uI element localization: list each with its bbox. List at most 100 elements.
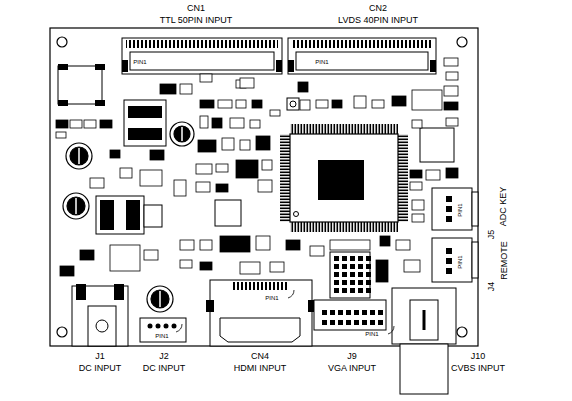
connector-name: VGA INPUT [327,364,377,373]
hdmi-connector [206,280,316,346]
pin1-mark: PIN1 [132,59,147,65]
connector-ref: CN4 [250,352,270,361]
smd-part [410,182,422,190]
connector-name: DC INPUT [78,364,123,373]
pad [358,272,363,277]
connector-name: LVDS 40PIN INPUT [337,16,419,25]
connector-name: HDMI INPUT [233,364,288,373]
capacitor-marks [76,127,182,307]
smd-part [222,138,234,150]
pad [342,272,347,277]
pad [342,264,347,269]
smd-part [256,236,270,250]
smd-part [236,100,246,108]
pad [350,288,355,293]
cn2-connector [288,38,436,74]
smd-part [230,118,244,128]
pin1-mark: PIN1 [457,202,463,217]
pad [350,264,355,269]
smd-part [252,100,262,108]
smd-part [212,118,222,128]
connector-name: REMOTE [499,240,508,281]
pad [350,256,355,261]
pad [322,320,327,325]
smd-part [150,150,164,160]
smd-parts [56,58,458,282]
connector-ref: J2 [158,352,170,361]
smd-part [250,120,260,128]
j5-connector [432,188,478,230]
smd-part [240,78,254,88]
connector-name: DC INPUT [142,364,187,373]
smd-part [412,90,442,110]
smd-part [444,86,458,96]
smd-part [372,100,384,108]
pad [362,310,367,315]
smd-part [144,250,158,260]
smd-part [218,100,232,108]
smd-part [198,140,216,152]
pin1-mark: PIN1 [314,59,329,65]
pad [334,272,339,277]
smd-part [412,214,424,222]
smd-part [60,266,74,276]
smd-part [56,132,66,138]
vga-pins [322,256,383,325]
pad [366,272,371,277]
pad [350,280,355,285]
connector-ref: J9 [346,352,358,361]
pad [378,310,383,315]
cn1-connector [122,38,282,74]
smd-part [446,168,458,178]
pin1-arrows [176,290,394,334]
smd-part [426,170,440,180]
connector-ref: CN2 [368,4,388,13]
pad [338,310,343,315]
smd-part [120,168,132,178]
smd-part [286,240,300,250]
smd-part [200,240,212,250]
j1-connector [72,284,128,346]
smd-part [392,96,406,106]
connector-ref: J1 [94,352,106,361]
smd-part [446,118,458,126]
smd-part [330,240,370,250]
smd-part [200,262,212,270]
smd-part [100,120,112,128]
smd-part [216,184,228,192]
pad [354,310,359,315]
connector-ref: J10 [470,352,487,361]
pad [334,264,339,269]
pad [378,320,383,325]
smd-part [110,245,140,271]
pad [366,256,371,261]
smd-part [354,96,366,108]
pad [366,264,371,269]
connector-ref: CN1 [186,4,206,13]
smd-part [180,260,192,268]
smd-part [90,178,104,188]
smd-part [110,150,120,158]
connector-ref: J4 [487,280,496,292]
capacitors [63,122,194,312]
smd-part [56,120,68,128]
pad [330,320,335,325]
pin1-mark: PIN1 [364,331,379,337]
pad [322,310,327,315]
connector-ref: J5 [487,228,496,240]
board-outline [50,28,478,346]
smd-part [396,240,410,250]
pad [366,288,371,293]
smd-part [160,84,176,94]
smd-part [236,160,258,178]
smd-part [256,136,270,150]
smd-part [332,100,342,108]
smd-part [196,164,212,174]
pad [358,280,363,285]
smd-part [174,180,186,196]
j2-connector [140,318,186,342]
smd-part [376,260,388,282]
smd-part [216,164,228,172]
connector-name: TTL 50PIN INPUT [159,16,234,25]
smd-part [404,260,420,272]
